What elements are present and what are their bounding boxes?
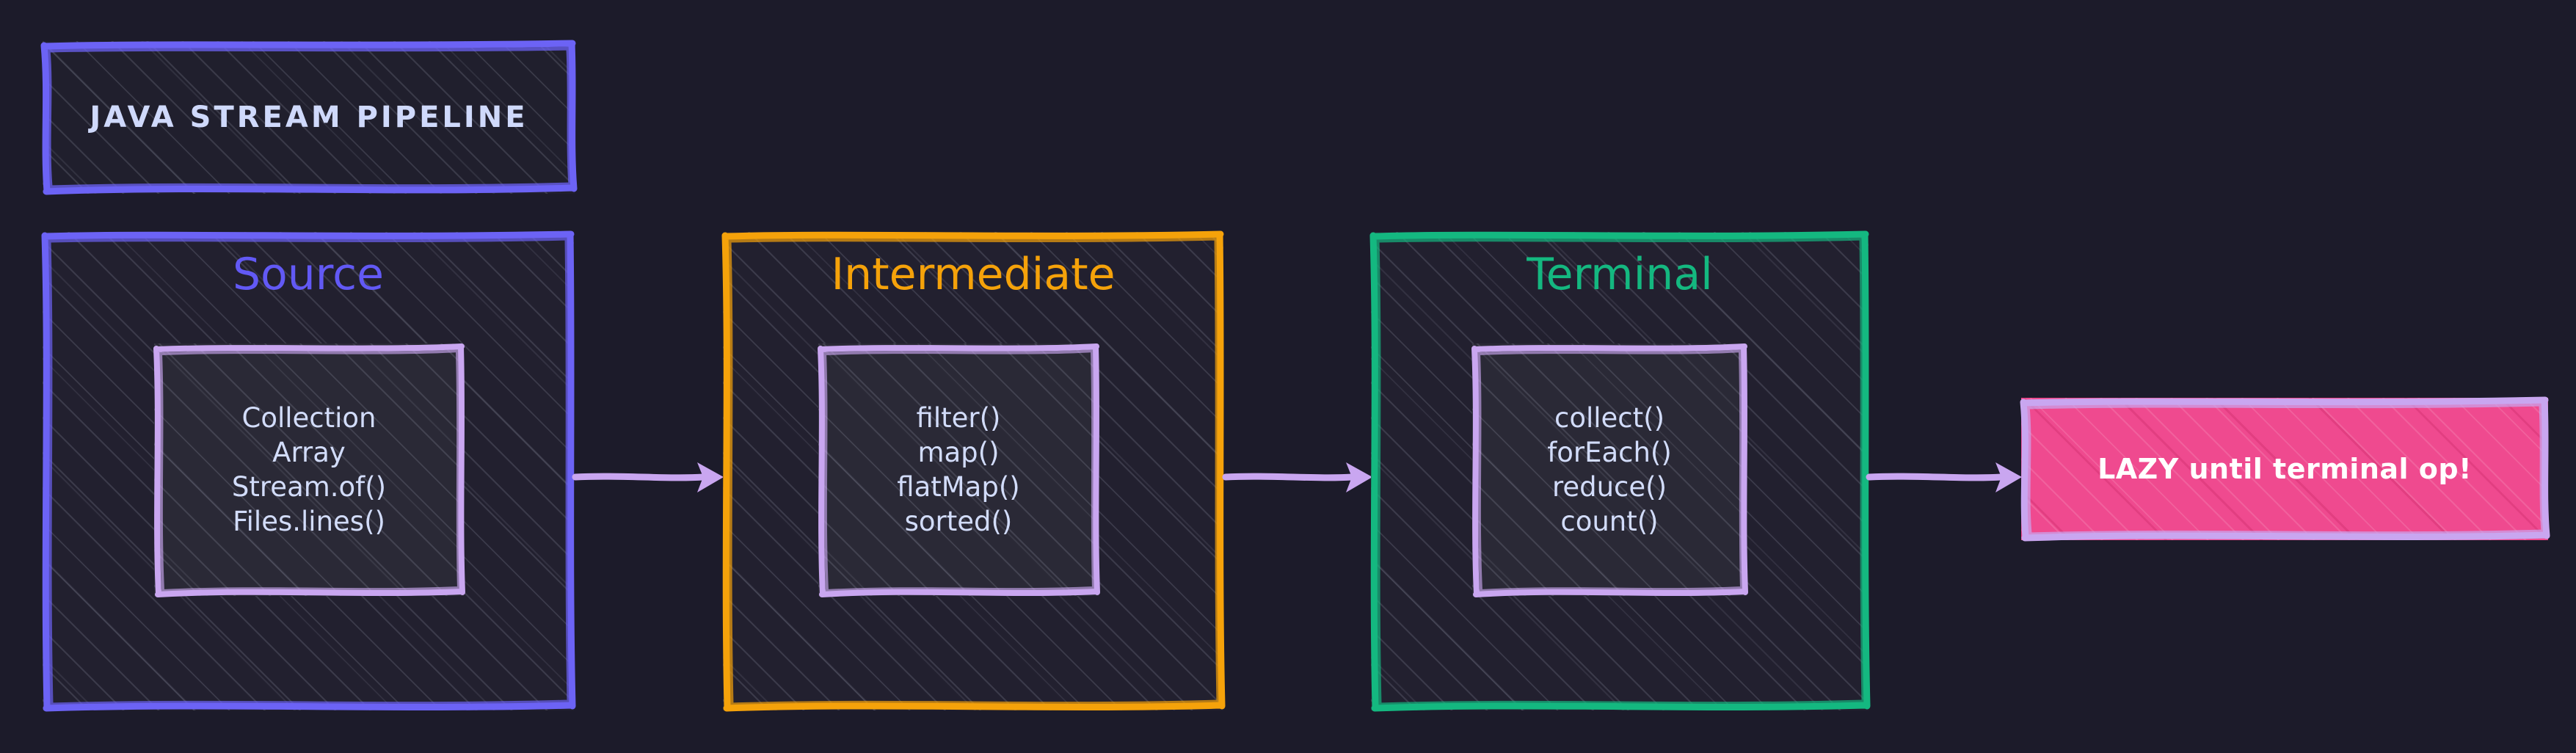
diagram-title-box: JAVA STREAM PIPELINE [40,40,578,195]
op-item: Files.lines() [233,506,385,538]
stage-box-intermediate[interactable]: Intermediate filter() map() flatMap() so… [721,230,1226,712]
op-item: sorted() [904,506,1013,538]
op-item: reduce() [1551,471,1667,503]
op-item: Array [272,436,346,468]
op-item: count() [1560,506,1659,538]
op-item: filter() [916,401,1001,434]
op-list-terminal: collect() forEach() reduce() count() [1472,343,1747,596]
page-title: JAVA STREAM PIPELINE [90,101,528,134]
lazy-callout-label: LAZY until terminal op! [2097,453,2472,485]
op-list-source: Collection Array Stream.of() Files.lines… [154,343,464,596]
op-item: forEach() [1547,436,1672,468]
stage-box-terminal[interactable]: Terminal collect() forEach() reduce() co… [1369,230,1871,712]
op-item: flatMap() [897,471,1020,503]
op-item: collect() [1554,401,1665,434]
op-item: map() [917,436,1000,468]
inner-box-intermediate[interactable]: filter() map() flatMap() sorted() [818,343,1100,597]
stage-title-source: Source [232,249,385,300]
op-item: Collection [241,401,376,434]
inner-box-source[interactable]: Collection Array Stream.of() Files.lines… [153,343,465,597]
inner-box-terminal[interactable]: collect() forEach() reduce() count() [1471,343,1748,597]
op-item: Stream.of() [231,471,387,503]
arrow-terminal-to-callout [1866,452,2025,503]
lazy-callout-box[interactable]: LAZY until terminal op! [2020,396,2550,542]
stage-title-terminal: Terminal [1527,249,1713,300]
stage-box-source[interactable]: Source Collection Array Stream.of() File… [41,230,576,712]
op-list-intermediate: filter() map() flatMap() sorted() [818,343,1099,596]
stage-title-intermediate: Intermediate [831,249,1116,300]
arrow-source-to-intermediate [572,452,727,503]
arrow-intermediate-to-terminal [1222,452,1375,503]
